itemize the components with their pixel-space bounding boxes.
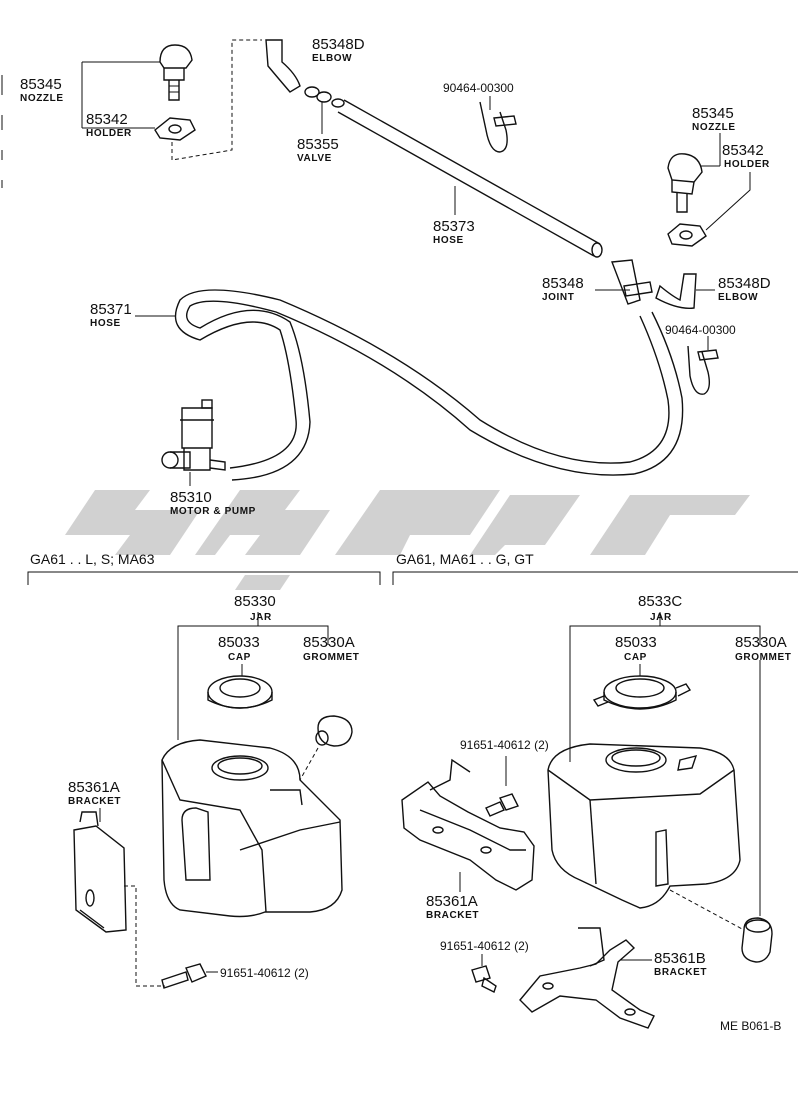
holder-left-number: 85342 bbox=[86, 111, 128, 128]
bolt-right-2-number: 91651-40612 (2) bbox=[440, 939, 529, 953]
hose-short-part bbox=[337, 99, 603, 258]
cap-left-part bbox=[207, 675, 273, 709]
jar-right-number: 8533C bbox=[638, 593, 682, 610]
holder-left-name: HOLDER bbox=[86, 128, 132, 139]
elbow-top-number: 85348D bbox=[312, 36, 365, 53]
hose-short-name: HOSE bbox=[433, 235, 464, 246]
clip-top-part bbox=[479, 101, 517, 153]
elbow-right-number: 85348D bbox=[718, 275, 771, 292]
hose-long-name: HOSE bbox=[90, 318, 121, 329]
grommet-left-part bbox=[299, 715, 353, 781]
nozzle-left-number: 85345 bbox=[20, 76, 62, 93]
cap-left-name: CAP bbox=[228, 652, 251, 663]
hose-long-part bbox=[174, 289, 684, 481]
joint-number: 85348 bbox=[542, 275, 584, 292]
bracket-left-part bbox=[73, 811, 127, 933]
bolt-right-1-part bbox=[485, 793, 519, 817]
clip-right-part bbox=[687, 345, 719, 395]
jar-right-name: JAR bbox=[650, 612, 672, 623]
valve-number: 85355 bbox=[297, 136, 339, 153]
bracket-right-b-part bbox=[519, 927, 655, 1029]
grommet-right-part bbox=[741, 917, 773, 963]
hose-long-number: 85371 bbox=[90, 301, 132, 318]
bolt-left-part bbox=[161, 963, 207, 989]
joint-name: JOINT bbox=[542, 292, 574, 303]
jar-left-number: 85330 bbox=[234, 593, 276, 610]
reference-code: ME B061-B bbox=[720, 1019, 781, 1033]
holder-right-part bbox=[667, 223, 707, 247]
holder-left-part bbox=[154, 117, 196, 141]
elbow-top-name: ELBOW bbox=[312, 53, 352, 64]
elbow-right-part bbox=[655, 273, 697, 309]
jar-left-name: JAR bbox=[250, 612, 272, 623]
bracket-right-a-part bbox=[401, 758, 535, 891]
joint-part bbox=[611, 259, 653, 305]
valve-name: VALVE bbox=[297, 153, 332, 164]
bolt-right-1-number: 91651-40612 (2) bbox=[460, 738, 549, 752]
nozzle-right-part bbox=[667, 153, 703, 213]
cap-right-number: 85033 bbox=[615, 634, 657, 651]
elbow-right-name: ELBOW bbox=[718, 292, 758, 303]
bracket-right-a-name: BRACKET bbox=[426, 910, 479, 921]
grommet-left-name: GROMMET bbox=[303, 652, 359, 663]
jar-left-part bbox=[161, 739, 343, 918]
cap-right-part bbox=[592, 675, 692, 710]
watermark-logo bbox=[65, 490, 750, 590]
holder-right-name: HOLDER bbox=[724, 159, 770, 170]
bracket-right-b-number: 85361B bbox=[654, 950, 706, 967]
elbow-top-part bbox=[265, 39, 301, 93]
bolt-right-2-part bbox=[471, 965, 497, 993]
bracket-right-a-number: 85361A bbox=[426, 893, 478, 910]
clip-top-number: 90464-00300 bbox=[443, 81, 514, 95]
valve-part bbox=[304, 86, 345, 108]
cap-left-number: 85033 bbox=[218, 634, 260, 651]
group-left-label: GA61 . . L, S; MA63 bbox=[30, 551, 155, 567]
clip-right-number: 90464-00300 bbox=[665, 323, 736, 337]
nozzle-right-number: 85345 bbox=[692, 105, 734, 122]
bracket-right-b-name: BRACKET bbox=[654, 967, 707, 978]
jar-right-part bbox=[547, 743, 741, 909]
grommet-left-number: 85330A bbox=[303, 634, 355, 651]
pump-name: MOTOR & PUMP bbox=[170, 506, 256, 517]
grommet-right-number: 85330A bbox=[735, 634, 787, 651]
motor-pump-part bbox=[161, 399, 226, 471]
bracket-left-name: BRACKET bbox=[68, 796, 121, 807]
nozzle-left-name: NOZZLE bbox=[20, 93, 64, 104]
holder-right-number: 85342 bbox=[722, 142, 764, 159]
bolt-left-number: 91651-40612 (2) bbox=[220, 966, 309, 980]
hose-short-number: 85373 bbox=[433, 218, 475, 235]
cap-right-name: CAP bbox=[624, 652, 647, 663]
nozzle-right-name: NOZZLE bbox=[692, 122, 736, 133]
bracket-left-number: 85361A bbox=[68, 779, 120, 796]
group-right-label: GA61, MA61 . . G, GT bbox=[396, 551, 534, 567]
nozzle-left-part bbox=[159, 44, 193, 101]
pump-number: 85310 bbox=[170, 489, 212, 506]
grommet-right-name: GROMMET bbox=[735, 652, 791, 663]
